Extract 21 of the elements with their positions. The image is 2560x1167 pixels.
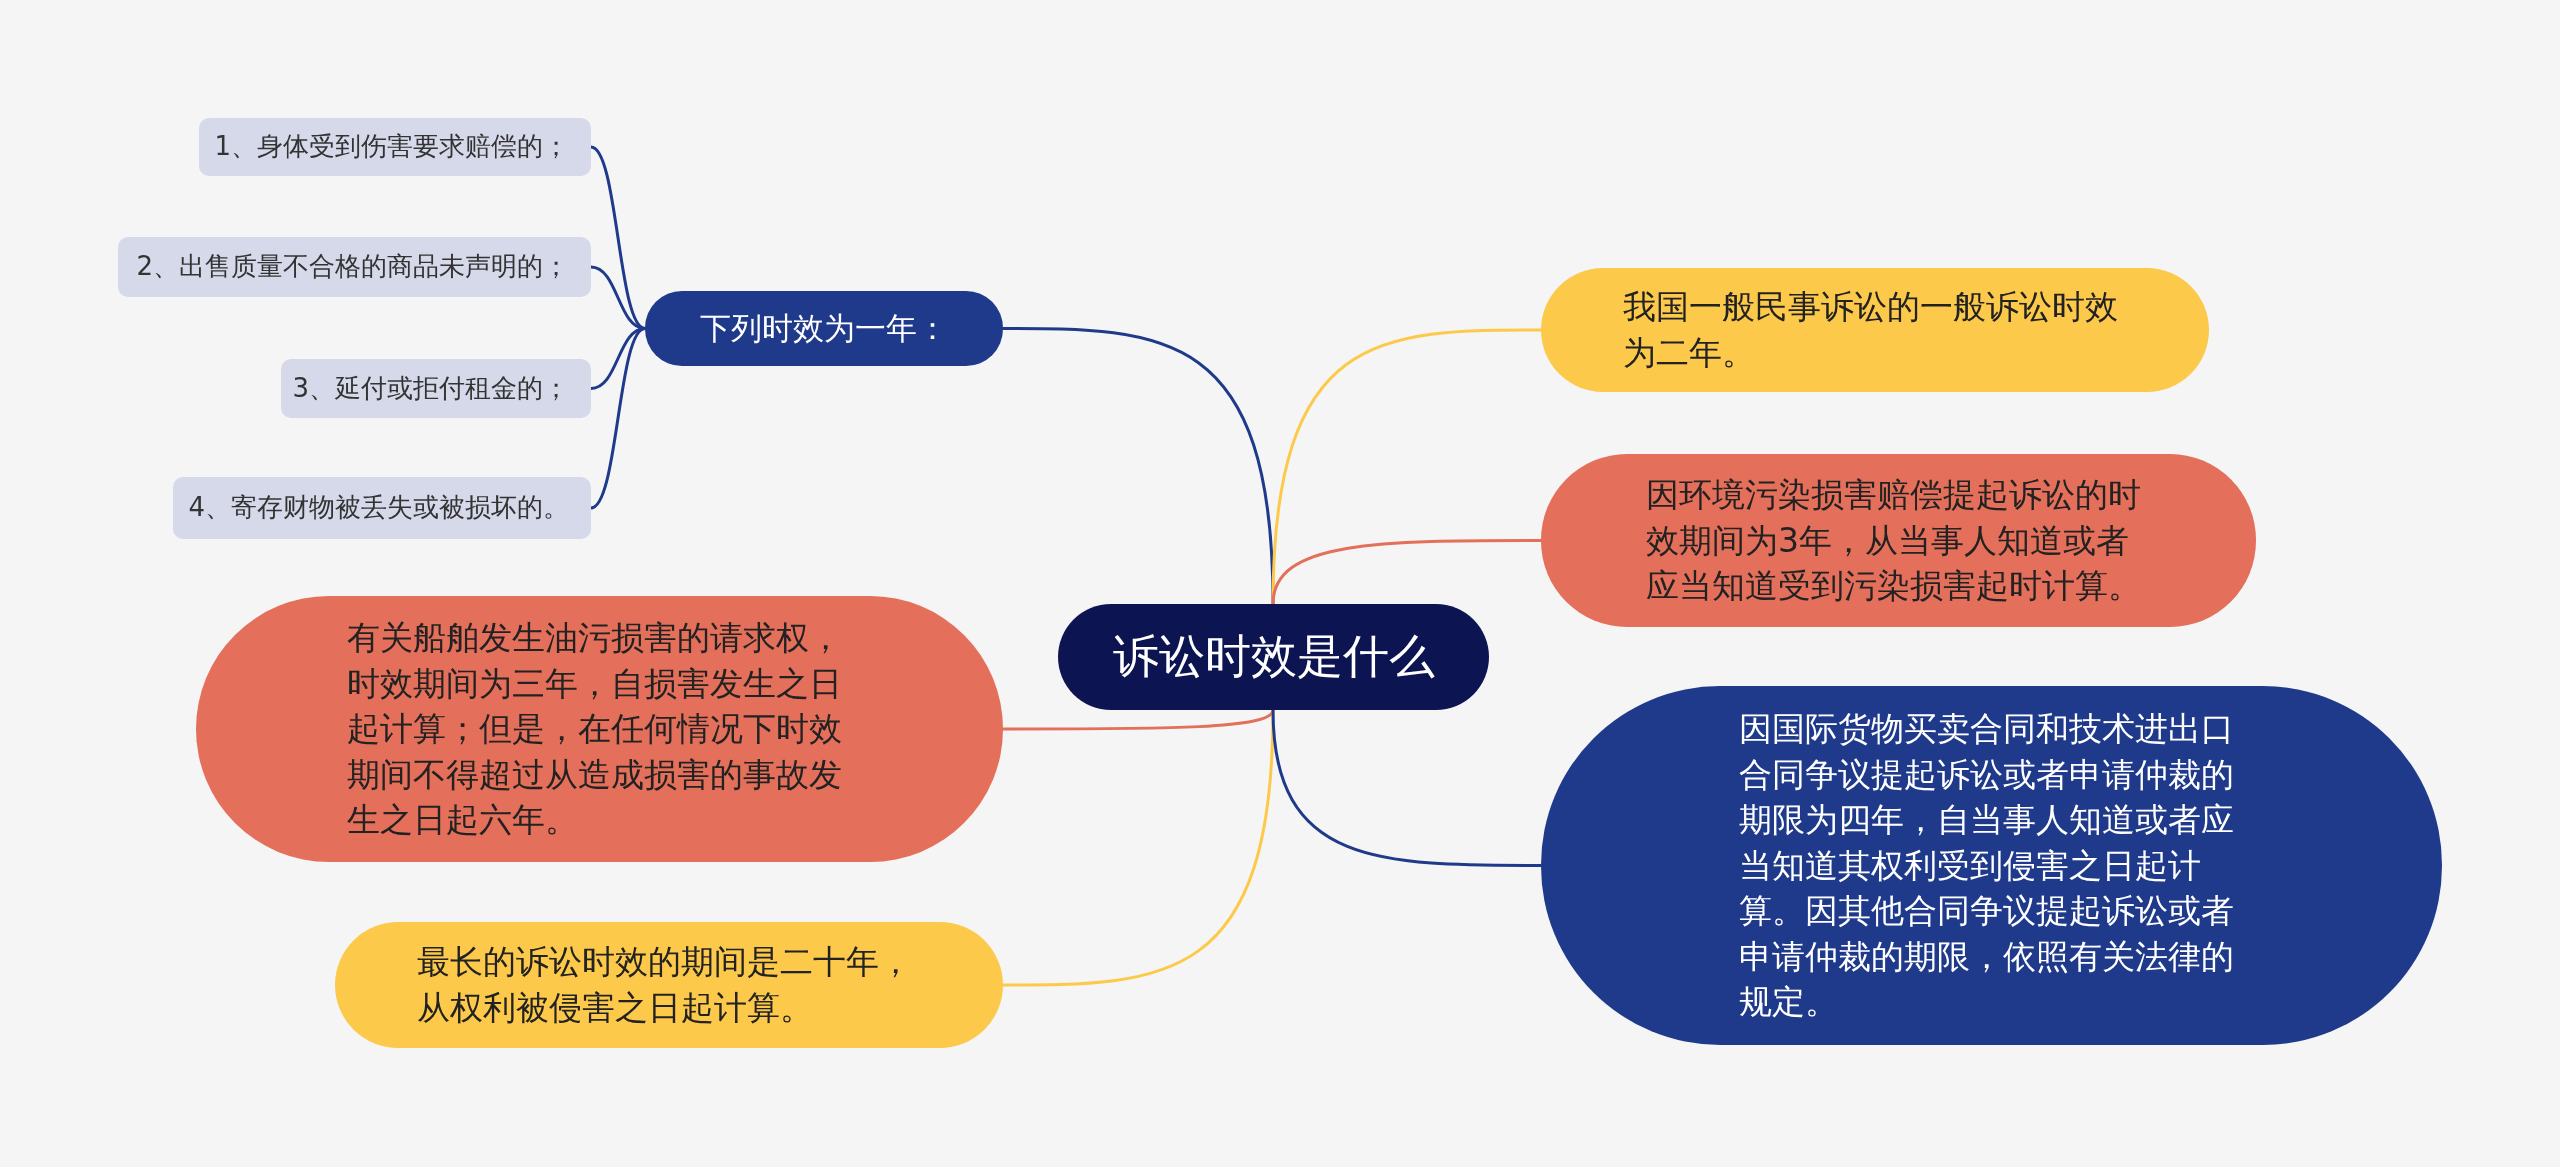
connector [1271, 709, 1541, 867]
list-item [173, 477, 591, 539]
topic-text: 下列时效为一年： [700, 309, 948, 349]
list-item-text: 1、身体受到伤害要求赔偿的； [214, 130, 569, 164]
connector [590, 327, 646, 510]
list-item [281, 359, 591, 418]
topic-text: 最长的诉讼时效的期间是二十年，从权利被侵害之日起计算。 [416, 941, 913, 1029]
list-item-text: 2、出售质量不合格的商品未声明的； [136, 250, 569, 284]
list-item-text: 3、延付或拒付租金的； [292, 371, 569, 405]
topic-text: 诉讼时效是什么 [1112, 628, 1435, 686]
connector [1003, 327, 1275, 605]
connector [590, 145, 646, 330]
connector [1271, 539, 1541, 605]
list-item [199, 118, 591, 176]
list-item-text: 4、寄存财物被丢失或被损坏的。 [188, 491, 569, 525]
topic-text: 因国际货物买卖合同和技术进出口合同争议提起诉讼或者申请仲裁的期限为四年，自当事人知道或者应当知道其权利受到侵害之日起计算。因其他合同争议提起诉讼或者申请仲裁的期限，依照有关法律的规定。 [1739, 708, 2235, 1024]
topic-text: 有关船舶发生油污损害的请求权，时效期间为三年，自损害发生之日起计算；但是，在任何情况下时效期间不得超过从造成损害的事故发生之日起六年。 [347, 617, 843, 842]
list-item [118, 237, 591, 297]
topic-text: 我国一般民事诉讼的一般诉讼时效为二年。 [1622, 286, 2119, 374]
connector [1003, 709, 1275, 987]
topic-text: 因环境污染损害赔偿提起诉讼的时效期间为3年，从当事人知道或者应当知道受到污染损害起时计算。 [1646, 474, 2142, 608]
